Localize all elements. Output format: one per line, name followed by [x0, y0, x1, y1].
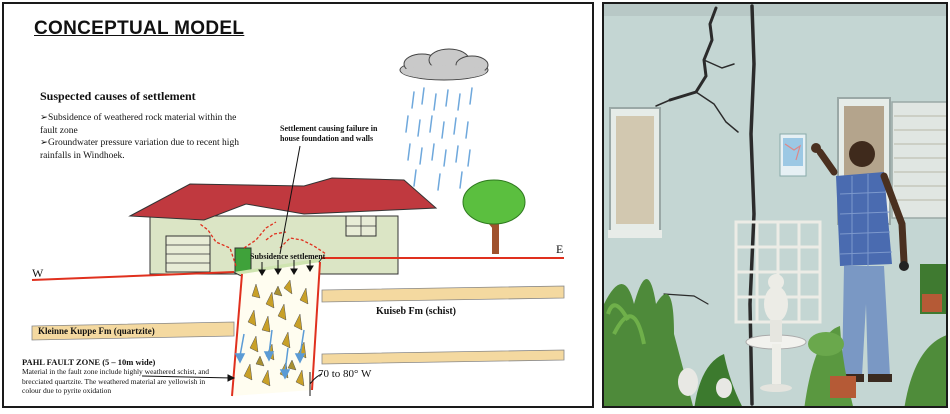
- conceptual-model-diagram: [31, 48, 565, 397]
- cloud-icon: [399, 48, 489, 81]
- kuiseb-label: Kuiseb Fm (schist): [376, 306, 456, 317]
- subsidence-label: Subsidence settlement: [250, 252, 326, 261]
- fault-zone-pointer: [141, 374, 236, 382]
- list-item: ➢Subsidence of weathered rock material w…: [40, 113, 237, 136]
- east-label: E: [556, 242, 564, 256]
- house-icon: [128, 177, 438, 275]
- page-title: CONCEPTUAL MODEL: [34, 18, 245, 39]
- settlement-callout: Settlement causing failure in house foun…: [280, 124, 378, 143]
- person: [811, 141, 909, 382]
- settlement-arrows: [258, 260, 314, 276]
- dip-label: 70 to 80° W: [318, 368, 372, 380]
- map-poster: [779, 133, 807, 177]
- ground-surface: [31, 257, 564, 281]
- fault-zone-description: Material in the fault zone include highl…: [22, 367, 210, 395]
- right-window: [837, 97, 946, 225]
- west-label: W: [32, 266, 44, 280]
- house-crack-photo: [602, 2, 948, 408]
- tree-icon: [462, 179, 526, 254]
- kleinne-label: Kleinne Kuppe Fm (quartzite): [38, 326, 155, 336]
- left-window: [608, 107, 662, 238]
- causes-list: ➢Subsidence of weathered rock material w…: [40, 112, 250, 162]
- callout-line: [279, 145, 301, 255]
- dip-angle-marker: [309, 372, 323, 396]
- quartzite-bands: [31, 285, 565, 365]
- house-crack-photo-illustration: [604, 4, 946, 406]
- garden-plants: [604, 264, 946, 406]
- wall-cracks: [199, 221, 327, 267]
- groundwater-arrows: [234, 329, 306, 380]
- causes-heading: Suspected causes of settlement: [40, 89, 196, 103]
- conceptual-model-panel: CONCEPTUAL MODEL Suspected causes of set…: [2, 2, 594, 408]
- birdbath-statue: [745, 274, 807, 392]
- list-item: ➢Groundwater pressure variation due to r…: [40, 138, 239, 161]
- fault-zone-title: PAHL FAULT ZONE (5 – 10m wide): [22, 357, 156, 367]
- rain-icon: [405, 87, 473, 191]
